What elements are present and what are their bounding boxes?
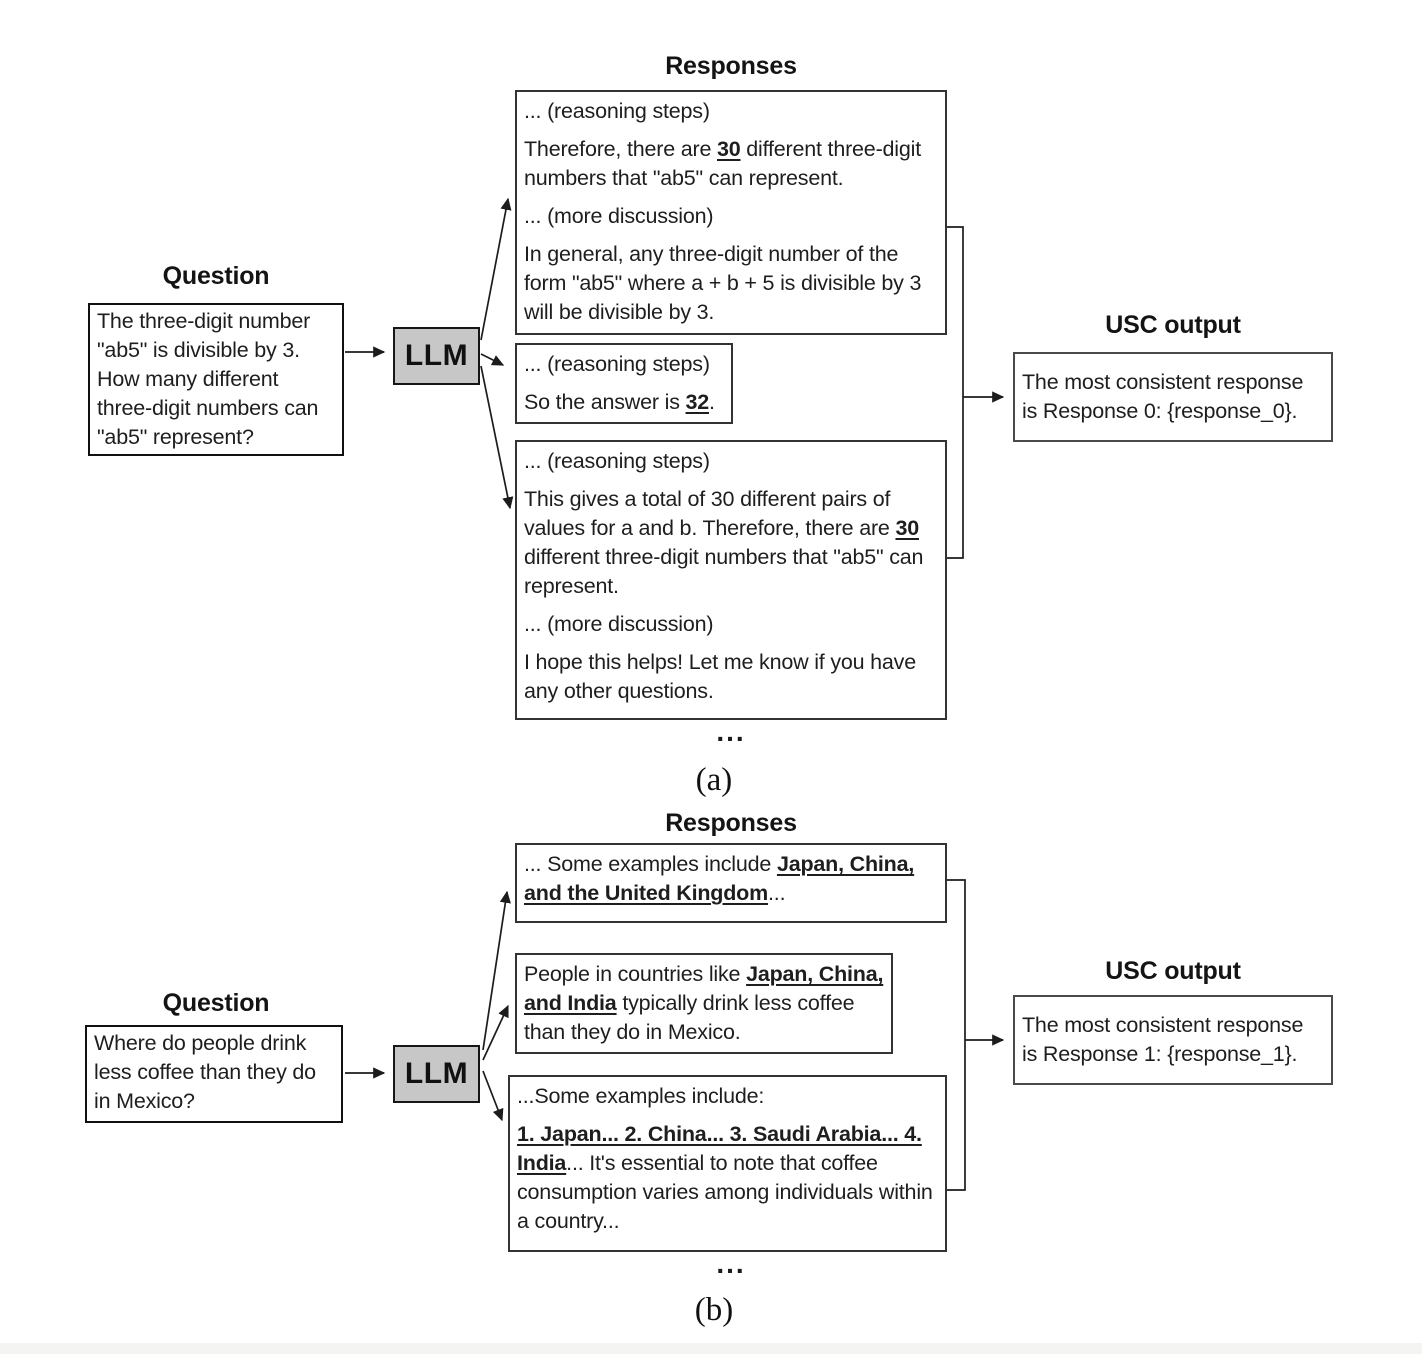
text-segment: People in countries like (524, 962, 747, 986)
text-segment: typically drink less coffee than they do… (524, 991, 855, 1044)
text-segment: This gives a total of 30 different pairs… (524, 487, 896, 540)
usc-output-box-a: The most consistent response is Response… (1013, 352, 1333, 442)
text-segment: So the answer is (524, 390, 686, 414)
text-segment: I hope this helps! Let me know if you ha… (524, 650, 916, 703)
arrow-llm-to-response3-b (482, 1070, 504, 1122)
emphasized-answer: 30 (895, 516, 919, 540)
response-paragraph: ... (more discussion) (524, 202, 938, 231)
response-paragraph: ... (reasoning steps) (524, 447, 938, 476)
text-segment: ... (768, 881, 786, 905)
text-segment: ... Some examples include (524, 852, 777, 876)
response-box-b-3: ...Some examples include: 1. Japan... 2.… (508, 1075, 947, 1252)
llm-box-a: LLM (393, 327, 480, 385)
response-paragraph: ... (more discussion) (524, 610, 938, 639)
bracket-responses-a (947, 226, 964, 559)
text-segment: ...Some examples include: (517, 1084, 765, 1108)
text-segment: In general, any three-digit number of th… (524, 242, 922, 324)
usc-output-title-a: USC output (1105, 311, 1241, 339)
response-paragraph: 1. Japan... 2. China... 3. Saudi Arabia.… (517, 1120, 938, 1236)
response-box-b-2: People in countries like Japan, China, a… (515, 953, 893, 1054)
response-paragraph: ... (reasoning steps) (524, 350, 724, 379)
llm-label: LLM (404, 339, 469, 372)
subfigure-caption-a: (a) (695, 762, 733, 798)
question-box-a: The three-digit number "ab5" is divisibl… (88, 303, 344, 456)
bracket-responses-b (947, 879, 966, 1191)
text-segment: ... (reasoning steps) (524, 352, 710, 376)
response-paragraph: People in countries like Japan, China, a… (524, 960, 884, 1047)
response-box-a-2: ... (reasoning steps) So the answer is 3… (515, 343, 733, 424)
response-paragraph: I hope this helps! Let me know if you ha… (524, 648, 938, 706)
question-title-a: Question (162, 262, 270, 290)
more-responses-ellipsis-b: ... (716, 1248, 746, 1279)
llm-label: LLM (404, 1057, 469, 1090)
response-box-b-1: ... Some examples include Japan, China, … (515, 843, 947, 923)
subfigure-caption-b: (b) (694, 1292, 734, 1328)
usc-output-box-b: The most consistent response is Response… (1013, 995, 1333, 1085)
arrow-llm-to-response1-b (482, 890, 511, 1051)
text-segment: different three-digit numbers that "ab5"… (524, 545, 924, 598)
question-text: The three-digit number "ab5" is divisibl… (97, 309, 319, 449)
question-box-b: Where do people drink less coffee than t… (85, 1025, 343, 1123)
response-paragraph: ...Some examples include: (517, 1082, 938, 1111)
response-paragraph: In general, any three-digit number of th… (524, 240, 938, 327)
text-segment: different three-digit numbers that "ab5"… (524, 137, 921, 190)
response-paragraph: Therefore, there are 30 different three-… (524, 135, 938, 193)
response-paragraph: This gives a total of 30 different pairs… (524, 485, 938, 601)
text-segment: Therefore, there are (524, 137, 717, 161)
question-text: Where do people drink less coffee than t… (94, 1031, 316, 1113)
more-responses-ellipsis-a: ... (716, 716, 746, 747)
responses-title-a: Responses (665, 52, 797, 80)
question-title-b: Question (162, 989, 270, 1017)
arrow-llm-to-response3-a (480, 365, 514, 510)
arrow-llm-to-response2-a (480, 353, 505, 366)
text-segment: ... (reasoning steps) (524, 449, 710, 473)
usc-output-title-b: USC output (1105, 957, 1241, 985)
usc-output-text: The most consistent response is Response… (1022, 370, 1304, 423)
usc-output-text: The most consistent response is Response… (1022, 1013, 1304, 1066)
emphasized-answer: Japan, China, and India (524, 962, 884, 1015)
text-segment: ... (more discussion) (524, 612, 714, 636)
response-box-a-1: ... (reasoning steps) Therefore, there a… (515, 90, 947, 335)
response-paragraph: So the answer is 32. (524, 388, 724, 417)
response-paragraph: ... (reasoning steps) (524, 97, 938, 126)
text-segment: ... (reasoning steps) (524, 99, 710, 123)
page-edge-strip (0, 1343, 1422, 1354)
emphasized-answer: Japan, China, and the United Kingdom (524, 852, 915, 905)
text-segment: ... (more discussion) (524, 204, 714, 228)
response-paragraph: ... Some examples include Japan, China, … (524, 850, 938, 908)
text-segment: . (709, 390, 715, 414)
llm-box-b: LLM (393, 1045, 480, 1103)
responses-title-b: Responses (665, 809, 797, 837)
emphasized-answer: 30 (717, 137, 741, 161)
response-box-a-3: ... (reasoning steps) This gives a total… (515, 440, 947, 720)
text-segment: ... It's essential to note that coffee c… (517, 1151, 933, 1233)
emphasized-answer: 1. Japan... 2. China... 3. Saudi Arabia.… (517, 1122, 922, 1175)
arrow-llm-to-response2-b (482, 1004, 509, 1061)
emphasized-answer: 32 (685, 390, 710, 414)
arrow-llm-to-response1-a (480, 197, 512, 341)
